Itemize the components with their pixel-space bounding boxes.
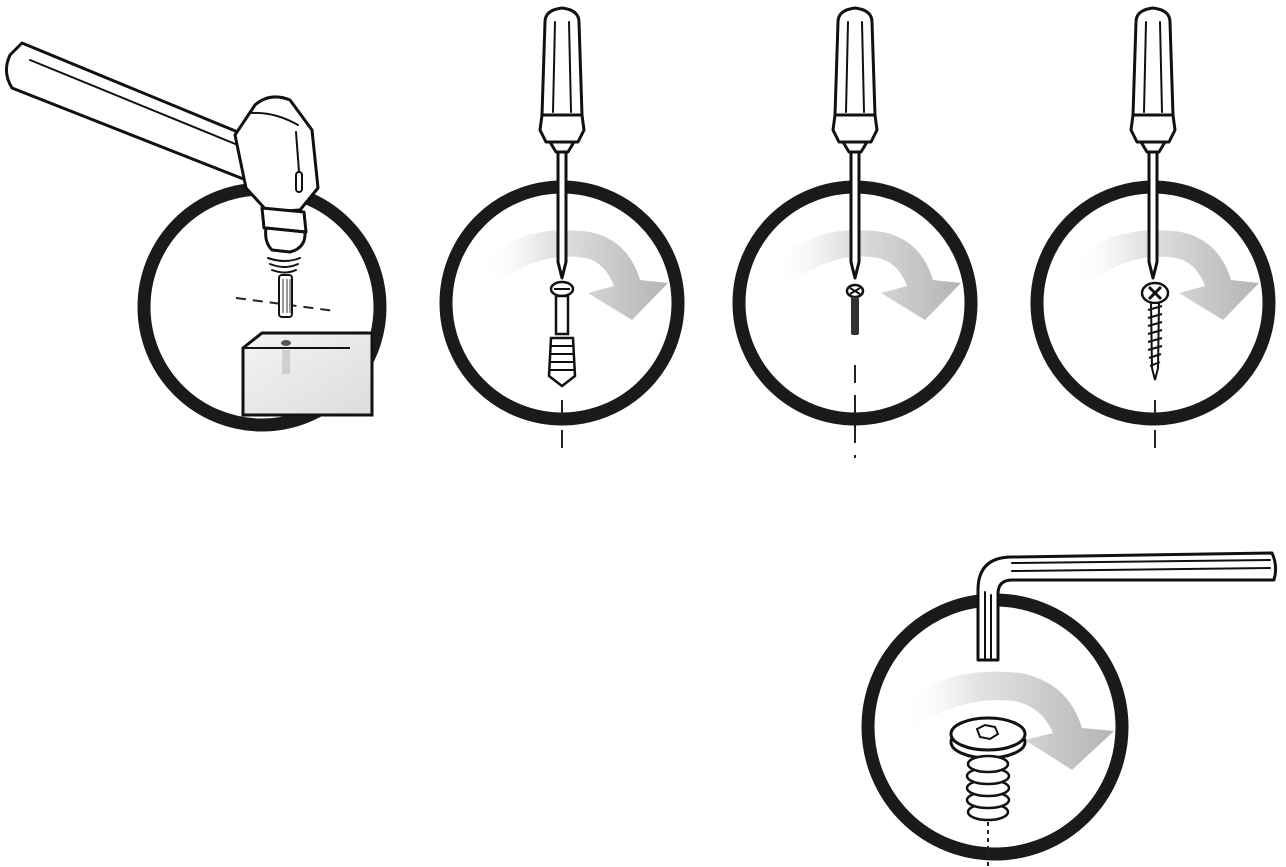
step-2-screwdriver-cam-bolt — [439, 6, 685, 458]
machine-screw-icon — [845, 283, 865, 335]
step-4-screwdriver-wood-screw — [1030, 6, 1276, 458]
screwdriver-icon — [1129, 6, 1177, 280]
wood-dowel-icon — [278, 274, 293, 318]
board-panel-icon — [241, 331, 374, 417]
rotation-arrow-icon — [773, 230, 961, 320]
rotation-arrow-icon — [900, 671, 1114, 770]
rotation-arrow-icon — [1071, 230, 1259, 320]
impact-lines — [267, 257, 301, 274]
rotation-arrow-icon — [480, 230, 668, 320]
step-1-hammer-dowel — [5, 41, 387, 432]
screwdriver-icon — [538, 6, 586, 280]
hex-key-icon — [976, 551, 1278, 662]
hex-socket-bolt-icon — [949, 716, 1027, 822]
hammer-icon — [5, 41, 320, 254]
step-5-hex-key-bolt — [861, 551, 1278, 866]
cam-bolt-icon — [547, 280, 577, 388]
wood-screw-icon — [1140, 281, 1170, 381]
screwdriver-icon — [831, 6, 879, 280]
step-3-screwdriver-machine-screw — [732, 6, 978, 458]
